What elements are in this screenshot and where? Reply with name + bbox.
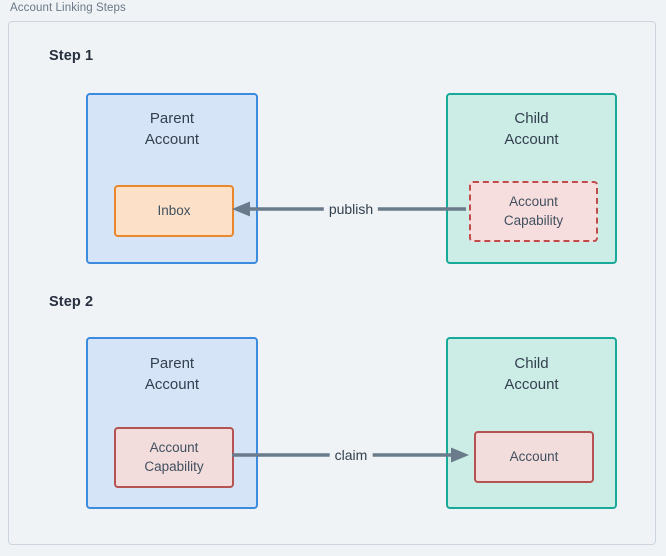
inbox-label: Inbox [157,202,191,218]
child-account-title-step1: Child Account [504,110,559,149]
account-capability-label-step2: Account Capability [144,439,204,474]
parent-account-title-step2: Parent Account [144,355,200,394]
account-capability-box-step1[interactable]: Account Capability [469,181,598,242]
step-2-heading: Step 2 [49,294,94,310]
edge-label-claim: claim [329,447,373,463]
step-1-heading: Step 1 [49,48,94,64]
child-account-box-step2[interactable]: Child Account Account [446,337,617,509]
account-label-step2: Account [509,448,559,464]
edge-label-publish: publish [323,201,379,217]
account-capability-label-step1: Account Capability [503,193,564,228]
parent-account-title-step1: Parent Account [144,110,200,149]
account-capability-box-step2[interactable]: Account Capability [114,427,234,488]
parent-account-box-step1[interactable]: Parent Account Inbox [86,93,258,264]
parent-account-box-step2[interactable]: Parent Account Account Capability [86,337,258,509]
diagram-frame: Step 1 Parent Account Inbox Child Accoun… [8,21,656,545]
child-account-box-step1[interactable]: Child Account Account Capability [446,93,617,264]
account-box-step2[interactable]: Account [474,431,594,483]
diagram-caption: Account Linking Steps [10,2,126,14]
inbox-box[interactable]: Inbox [114,185,234,237]
child-account-title-step2: Child Account [504,355,559,394]
